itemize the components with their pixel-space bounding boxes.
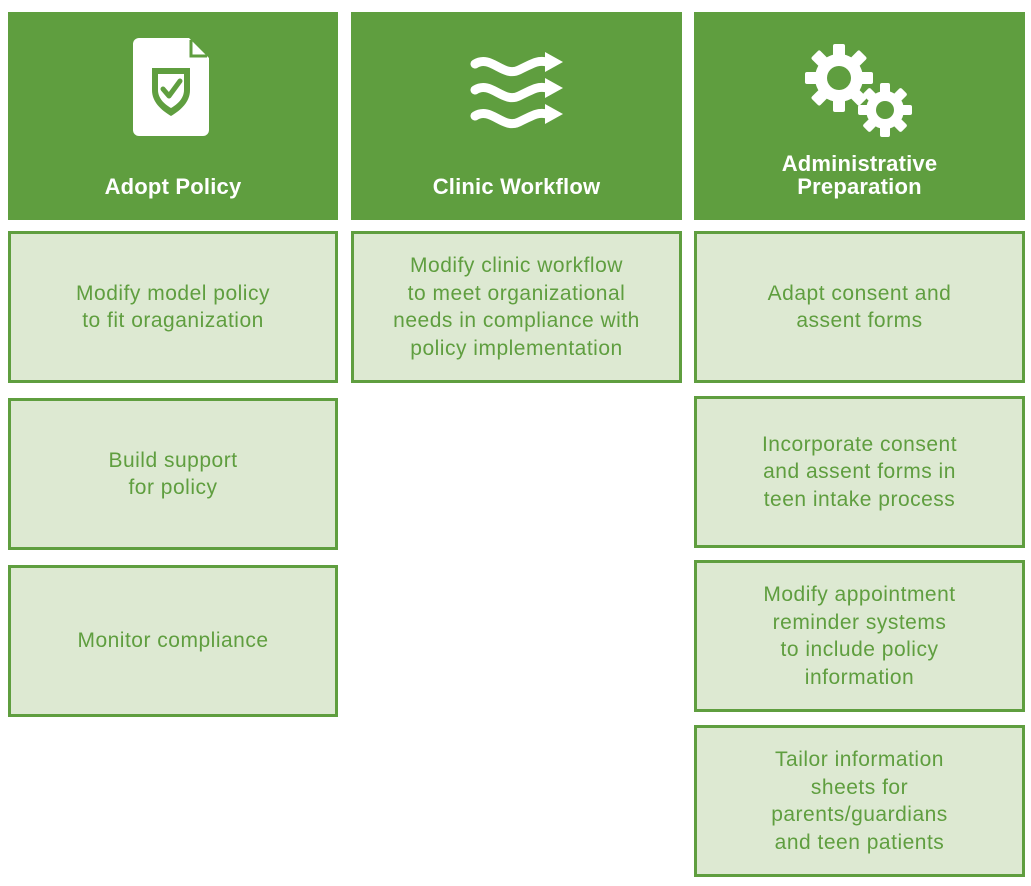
card-text: Incorporate consent and assent forms in … [762, 431, 957, 514]
card-text-line: policy implementation [410, 336, 623, 360]
card-text-line: to include policy [780, 638, 939, 661]
card-text-line: and assent forms in [763, 460, 956, 484]
header-clinic-workflow: Clinic Workflow [351, 12, 682, 220]
flow-arrows-icon [351, 52, 682, 142]
column-title: Clinic Workflow [351, 175, 682, 198]
card-text: Modify model policy to fit oraganization [76, 280, 270, 335]
card-modify-model-policy: Modify model policy to fit oraganization [8, 231, 338, 383]
card-modify-clinic-workflow: Modify clinic workflow to meet organizat… [351, 231, 682, 383]
card-text-line: for policy [128, 476, 218, 499]
card-text-line: and teen patients [774, 830, 945, 854]
column-title-line: Preparation [797, 174, 922, 199]
card-text: Monitor compliance [77, 627, 268, 655]
card-build-support: Build support for policy [8, 398, 338, 550]
card-text-line: teen intake process [763, 487, 956, 511]
card-modify-appointment-reminders: Modify appointment reminder systems to i… [694, 560, 1025, 712]
card-text: Modify appointment reminder systems to i… [763, 581, 955, 691]
card-text-line: Modify appointment [763, 583, 956, 606]
column-title: Administrative Preparation [694, 152, 1025, 198]
card-text: Adapt consent and assent forms [768, 280, 952, 335]
card-text-line: assent forms [796, 309, 923, 332]
gears-icon [694, 44, 1025, 140]
card-text-line: parents/guardians [771, 803, 948, 826]
card-incorporate-consent-forms: Incorporate consent and assent forms in … [694, 396, 1025, 548]
header-adopt-policy: Adopt Policy [8, 12, 338, 220]
card-text-line: Modify model policy [76, 281, 270, 305]
card-text-line: to meet organizational [407, 281, 626, 305]
card-text-line: Tailor information [775, 748, 944, 771]
card-text-line: Adapt consent and [767, 281, 952, 305]
column-title-line: Adopt Policy [104, 174, 242, 199]
card-text: Build support for policy [108, 447, 237, 502]
card-text: Modify clinic workflow to meet organizat… [393, 252, 640, 362]
column-title-line: Administrative [781, 151, 938, 176]
column-title-line: Clinic Workflow [432, 174, 601, 199]
card-text-line: needs in compliance with [393, 309, 640, 332]
column-title: Adopt Policy [8, 175, 338, 198]
card-text-line: sheets for [810, 775, 909, 799]
card-text-line: Monitor compliance [77, 629, 269, 653]
card-text-line: Modify clinic workflow [410, 254, 623, 277]
card-monitor-compliance: Monitor compliance [8, 565, 338, 717]
card-text-line: Incorporate consent [761, 432, 958, 456]
card-tailor-information-sheets: Tailor information sheets for parents/gu… [694, 725, 1025, 877]
card-text-line: information [804, 665, 915, 689]
document-shield-check-icon [8, 38, 338, 138]
card-text-line: reminder systems [772, 610, 947, 634]
card-text-line: Build support [108, 448, 238, 472]
card-text: Tailor information sheets for parents/gu… [771, 746, 948, 856]
header-administrative-preparation: Administrative Preparation [694, 12, 1025, 220]
card-adapt-consent-forms: Adapt consent and assent forms [694, 231, 1025, 383]
card-text-line: to fit oraganization [82, 309, 264, 332]
